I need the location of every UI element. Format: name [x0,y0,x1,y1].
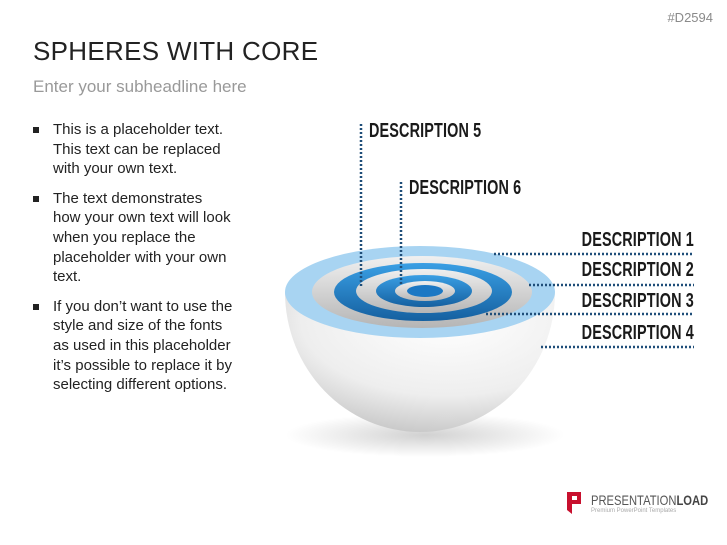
label-description-4: DESCRIPTION 4 [581,322,694,344]
slide-code: #D2594 [667,10,713,25]
bowl-shadow [285,413,565,457]
core [407,285,443,297]
presentationload-logo: PRESENTATIONLOAD Premium PowerPoint Temp… [565,490,708,518]
bullet-item: This is a placeholder text. This text ca… [33,120,233,179]
slide-title: SPHERES WITH CORE [33,36,319,66]
slide-subheadline: Enter your subheadline here [33,77,247,96]
logo-icon [567,492,581,514]
bullet-list: This is a placeholder text. This text ca… [33,120,233,405]
label-description-1: DESCRIPTION 1 [581,229,694,251]
label-description-3: DESCRIPTION 3 [581,290,694,312]
bullet-item: If you don’t want to use the style and s… [33,297,233,395]
bullet-item: The text demonstrates how your own text … [33,189,233,287]
label-description-2: DESCRIPTION 2 [581,259,694,281]
label-description-5: DESCRIPTION 5 [369,120,482,142]
label-description-6: DESCRIPTION 6 [409,177,522,199]
